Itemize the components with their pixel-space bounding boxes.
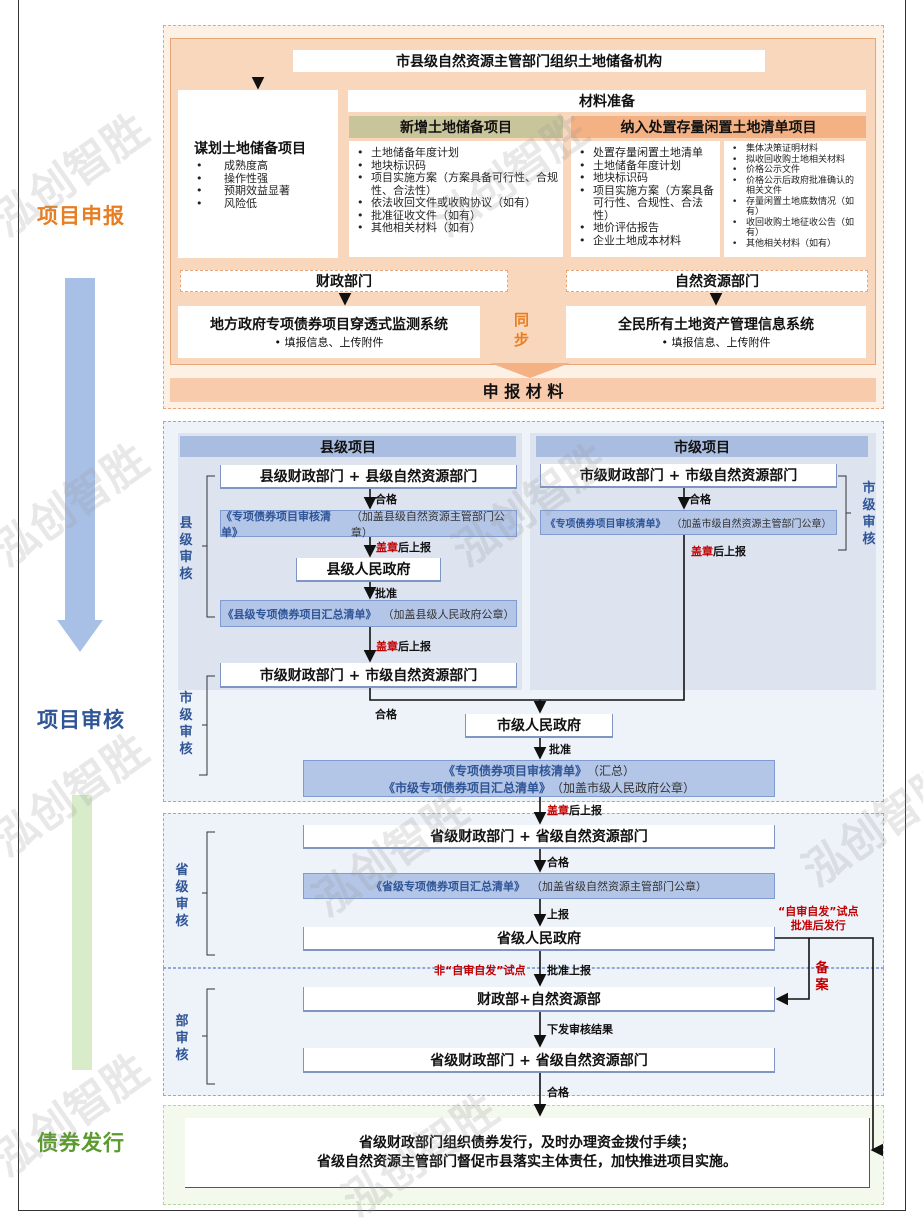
finance-system-title: 地方政府专项债券项目穿透式监测系统 xyxy=(210,317,448,333)
finance-system: 地方政府专项债券项目穿透式监测系统 • 填报信息、上传附件 xyxy=(178,306,480,358)
filing-label: 备案 xyxy=(815,961,829,993)
city-header: 市级项目 xyxy=(536,436,868,457)
plan-title: 谋划土地储备项目 xyxy=(194,141,306,157)
city-depts: 市级财政部门 + 市级自然资源部门 xyxy=(540,464,837,488)
resource-system-title: 全民所有土地资产管理信息系统 xyxy=(618,317,814,333)
ministry-review-label: 部审核 xyxy=(175,1014,189,1063)
finance-system-item: • 填报信息、上传附件 xyxy=(274,336,384,349)
label-approve-report: 批准上报 xyxy=(547,964,591,977)
stage-apply: 项目申报 xyxy=(37,204,125,228)
county-summary-list: 《县级专项债券项目汇总清单》（加盖县级人民政府公章） xyxy=(220,600,517,627)
list-item: 地价评估报告 xyxy=(577,221,716,235)
list-item: 地块标识码 xyxy=(355,159,559,173)
plan-item: 操作性强 xyxy=(194,172,290,186)
city-depts-county-path: 市级财政部门 + 市级自然资源部门 xyxy=(220,663,517,688)
city-audit-list: 《专项债券项目审核清单》（加盖市级自然资源主管部门公章） xyxy=(540,510,837,535)
new-project-header: 新增土地储备项目 xyxy=(349,116,563,138)
list-item: 项目实施方案（方案具备可行性、合规性、合法性） xyxy=(355,171,559,197)
list-item: 拟收回收购土地相关材料 xyxy=(730,155,862,166)
label-stamp-report: 盖章后上报 xyxy=(691,545,746,558)
prov-review-label: 省级审核 xyxy=(175,863,189,929)
county-depts: 县级财政部门 + 县级自然资源部门 xyxy=(220,465,517,489)
label-report: 上报 xyxy=(547,908,569,921)
stage-issue: 债券发行 xyxy=(37,1131,125,1155)
label-qualified: 合格 xyxy=(375,708,397,721)
plan-item: 成熟度高 xyxy=(194,159,290,173)
new-project-list: 土地储备年度计划 地块标识码 项目实施方案（方案具备可行性、合规性、合法性） 依… xyxy=(349,141,563,257)
city-gov: 市级人民政府 xyxy=(465,714,613,738)
resource-system: 全民所有土地资产管理信息系统 • 填报信息、上传附件 xyxy=(566,306,866,358)
non-pilot-label: 非“自审自发”试点 xyxy=(434,964,526,977)
county-audit-list: 《专项债券项目审核清单》（加盖县级自然资源主管部门公章） xyxy=(220,510,517,539)
list-item: 其他相关材料（如有） xyxy=(730,239,862,250)
apply-result: 申 报 材 料 xyxy=(170,378,876,402)
issue-line-1: 省级财政部门组织债券发行，及时办理资金拨付手续； xyxy=(359,1134,695,1151)
county-header: 县级项目 xyxy=(180,436,516,457)
prov-summary-list: 《省级专项债券项目汇总清单》（加盖省级自然资源主管部门公章） xyxy=(303,873,775,899)
label-approve: 批准 xyxy=(375,587,397,600)
plan-item: 预期效益显著 xyxy=(194,184,290,198)
issue-line-2: 省级自然资源主管部门督促市县落实主体责任，加快推进项目实施。 xyxy=(317,1153,737,1170)
city-review-label: 市级审核 xyxy=(862,481,876,547)
page-frame xyxy=(18,0,906,1211)
list-item: 价格公示后政府批准确认的相关文件 xyxy=(730,176,862,197)
list-item: 项目实施方案（方案具备可行性、合规性、合法性） xyxy=(577,184,716,223)
stage-review: 项目审核 xyxy=(37,708,125,732)
down-chevron-icon xyxy=(490,363,570,378)
sync-label: 同步 xyxy=(514,311,530,349)
prov-depts-2: 省级财政部门 + 省级自然资源部门 xyxy=(303,1048,775,1073)
label-issue-result: 下发审核结果 xyxy=(547,1023,613,1036)
progress-arrow-icon xyxy=(57,278,103,652)
plan-item: 风险低 xyxy=(194,197,290,211)
list-item: 土地储备年度计划 xyxy=(577,159,716,173)
prov-depts: 省级财政部门 + 省级自然资源部门 xyxy=(303,825,775,849)
list-item: 地块标识码 xyxy=(577,171,716,185)
finance-dept: 财政部门 xyxy=(180,270,508,292)
materials-title: 材料准备 xyxy=(348,90,866,112)
list-item: 土地储备年度计划 xyxy=(355,146,559,160)
city-review-label-left: 市级审核 xyxy=(179,691,193,757)
list-item: 集体决策证明材料 xyxy=(730,144,862,155)
list-item: 其他相关材料（如有） xyxy=(355,221,559,235)
resource-system-item: • 填报信息、上传附件 xyxy=(661,336,771,349)
list-item: 存量闲置土地底数情况（如有） xyxy=(730,197,862,218)
resource-dept: 自然资源部门 xyxy=(566,270,868,292)
plan-box: 谋划土地储备项目 成熟度高 操作性强 预期效益显著 风险低 xyxy=(178,90,338,258)
list-item: 价格公示文件 xyxy=(730,165,862,176)
label-stamp-report: 盖章后上报 xyxy=(376,640,431,653)
label-stamp-report: 盖章后上报 xyxy=(376,541,431,554)
label-stamp-report: 盖章后上报 xyxy=(547,804,602,817)
pilot-label: “自审自发”试点批准后发行 xyxy=(778,905,859,932)
issue-box: 省级财政部门组织债券发行，及时办理资金拨付手续； 省级自然资源主管部门督促市县落… xyxy=(185,1118,870,1188)
idle-project-list-right: 集体决策证明材料 拟收回收购土地相关材料 价格公示文件 价格公示后政府批准确认的… xyxy=(724,141,866,257)
ministries: 财政部+自然资源部 xyxy=(303,987,775,1012)
idle-project-list-left: 处置存量闲置土地清单 土地储备年度计划 地块标识码 项目实施方案（方案具备可行性… xyxy=(571,141,720,257)
label-approve: 批准 xyxy=(549,743,571,756)
label-qualified: 合格 xyxy=(375,493,397,506)
label-qualified: 合格 xyxy=(547,1086,569,1099)
list-item: 收回收购土地征收公告（如有） xyxy=(730,218,862,239)
county-review-label: 县级审核 xyxy=(179,516,193,582)
list-item: 处置存量闲置土地清单 xyxy=(577,146,716,160)
list-item: 批准征收文件（如有） xyxy=(355,209,559,223)
issue-stage-bar xyxy=(72,795,92,1070)
county-gov: 县级人民政府 xyxy=(296,558,441,582)
org-title: 市县级自然资源主管部门组织土地储备机构 xyxy=(293,50,765,72)
label-qualified: 合格 xyxy=(547,856,569,869)
prov-gov: 省级人民政府 xyxy=(303,927,775,951)
list-item: 企业土地成本材料 xyxy=(577,234,716,248)
city-summary-list: 《专项债券项目审核清单》（汇总） 《市级专项债券项目汇总清单》（加盖市级人民政府… xyxy=(303,760,775,797)
label-qualified: 合格 xyxy=(689,493,711,506)
list-item: 依法收回文件或收购协议（如有） xyxy=(355,196,559,210)
idle-project-header: 纳入处置存量闲置土地清单项目 xyxy=(571,116,866,138)
